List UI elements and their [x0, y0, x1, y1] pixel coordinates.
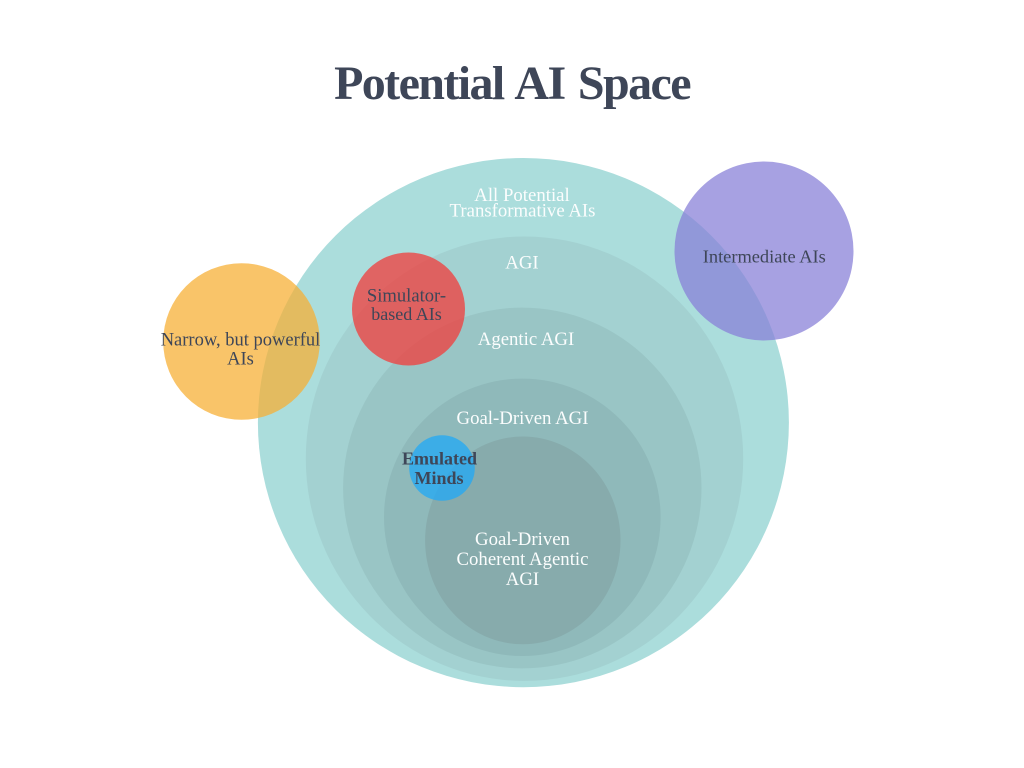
svg-text:Transformative AIs: Transformative AIs: [450, 201, 596, 222]
svg-text:Potential AI Space: Potential AI Space: [334, 57, 691, 110]
svg-text:AGI: AGI: [506, 569, 539, 590]
svg-text:Goal-Driven AGI: Goal-Driven AGI: [457, 408, 589, 429]
svg-text:Narrow, but powerful: Narrow, but powerful: [161, 331, 321, 351]
svg-text:All Potential: All Potential: [474, 185, 569, 206]
svg-text:Simulator-: Simulator-: [367, 286, 446, 307]
svg-text:Intermediate AIs: Intermediate AIs: [703, 247, 826, 267]
svg-text:AGI: AGI: [505, 253, 538, 274]
svg-text:Emulated: Emulated: [402, 449, 477, 469]
svg-text:AIs: AIs: [227, 349, 254, 369]
svg-text:Coherent Agentic: Coherent Agentic: [457, 549, 589, 570]
svg-text:Goal-Driven: Goal-Driven: [475, 529, 571, 550]
svg-text:based AIs: based AIs: [371, 304, 442, 324]
svg-text:Agentic AGI: Agentic AGI: [478, 329, 575, 350]
svg-text:Minds: Minds: [414, 468, 463, 488]
